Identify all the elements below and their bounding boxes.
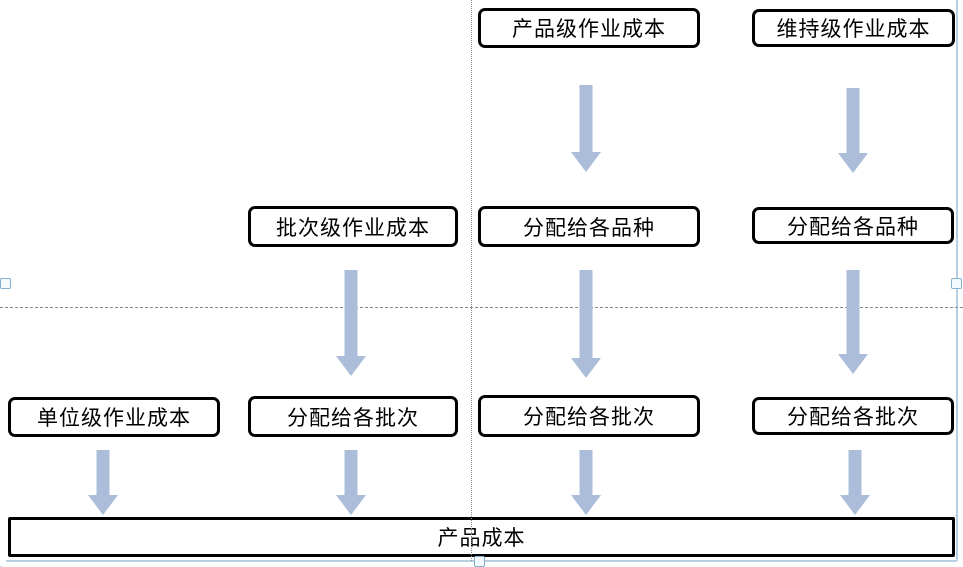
- arrow-shaft: [846, 270, 860, 354]
- selection-border-corner-curve: [0, 556, 34, 567]
- box-product-level-activity-cost[interactable]: 产品级作业成本: [478, 8, 700, 48]
- arrow-shaft: [579, 270, 593, 358]
- box-label: 单位级作业成本: [37, 406, 191, 430]
- box-allocate-to-varieties-1[interactable]: 分配给各品种: [478, 206, 700, 247]
- box-label: 批次级作业成本: [276, 215, 430, 240]
- arrow-head-icon: [571, 358, 601, 378]
- down-arrow-batches3-to-product-cost[interactable]: [840, 450, 870, 515]
- down-arrow-batches1-to-product-cost[interactable]: [336, 450, 366, 515]
- arrow-shaft: [848, 450, 862, 495]
- arrow-shaft: [579, 450, 593, 495]
- arrow-shaft: [96, 450, 110, 495]
- box-batch-level-activity-cost[interactable]: 批次级作业成本: [248, 206, 458, 247]
- arrow-shaft: [344, 270, 358, 356]
- box-label: 分配给各批次: [287, 405, 419, 430]
- box-label: 产品级作业成本: [512, 17, 666, 41]
- arrow-head-icon: [336, 356, 366, 376]
- selection-handle-left[interactable]: [0, 278, 11, 289]
- arrow-shaft: [846, 88, 860, 153]
- box-label: 分配给各品种: [523, 215, 655, 240]
- arrow-shaft: [344, 450, 358, 495]
- down-arrow-batches2-to-product-cost[interactable]: [571, 450, 601, 515]
- arrow-head-icon: [838, 153, 868, 173]
- box-allocate-to-batches-1[interactable]: 分配给各批次: [248, 396, 458, 437]
- selection-handle-right[interactable]: [951, 278, 962, 289]
- box-label: 维持级作业成本: [776, 17, 931, 41]
- down-arrow-unit-to-product-cost[interactable]: [88, 450, 118, 515]
- box-label: 分配给各批次: [787, 405, 919, 429]
- horizontal-guide-line: [0, 307, 963, 308]
- box-allocate-to-batches-3[interactable]: 分配给各批次: [752, 397, 954, 435]
- box-unit-level-activity-cost[interactable]: 单位级作业成本: [8, 397, 220, 437]
- arrow-head-icon: [88, 495, 118, 515]
- down-arrow-batch-to-batches-1[interactable]: [336, 270, 366, 376]
- arrow-head-icon: [571, 495, 601, 515]
- box-allocate-to-batches-2[interactable]: 分配给各批次: [478, 395, 700, 437]
- box-label: 分配给各品种: [787, 214, 919, 239]
- down-arrow-sustaining-to-variety[interactable]: [838, 88, 868, 173]
- arrow-head-icon: [838, 354, 868, 374]
- arrow-head-icon: [840, 495, 870, 515]
- vertical-guide-line: [471, 0, 472, 561]
- arrow-head-icon: [336, 495, 366, 515]
- selection-handle-bottom[interactable]: [474, 556, 485, 567]
- down-arrow-product-to-variety[interactable]: [571, 85, 601, 172]
- arrow-head-icon: [571, 152, 601, 172]
- box-label: 产品成本: [437, 526, 526, 550]
- down-arrow-variety-to-batches-3[interactable]: [838, 270, 868, 374]
- arrow-shaft: [579, 85, 593, 152]
- down-arrow-variety-to-batches-2[interactable]: [571, 270, 601, 378]
- box-product-cost[interactable]: 产品成本: [8, 517, 955, 557]
- box-allocate-to-varieties-2[interactable]: 分配给各品种: [752, 207, 954, 244]
- box-sustaining-level-activity-cost[interactable]: 维持级作业成本: [752, 9, 955, 47]
- box-label: 分配给各批次: [523, 405, 655, 429]
